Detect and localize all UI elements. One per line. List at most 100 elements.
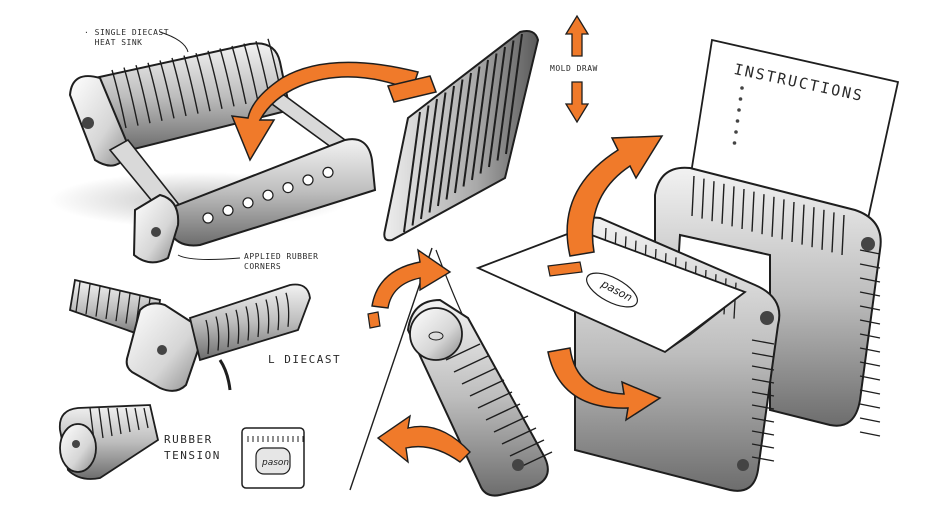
stand-fin: [859, 319, 881, 325]
heat-sink-fin: [183, 55, 199, 114]
folded-card: pason: [475, 229, 747, 354]
stand-fin: [751, 378, 775, 384]
fold-arrow-icon: [376, 414, 471, 464]
mount-hole: [222, 204, 234, 216]
stand-fin: [831, 212, 835, 253]
mount-hole: [202, 212, 214, 224]
mount-hole: [322, 166, 334, 178]
bullet-dot: [740, 86, 744, 90]
bracket-fin: [493, 415, 529, 433]
stand-fin: [859, 249, 881, 255]
arrow-tail-icon: [386, 75, 438, 103]
stand-fin: [859, 333, 881, 339]
bracket-fin: [485, 403, 521, 421]
plate-fin: [403, 111, 421, 233]
plate-fin: [411, 105, 430, 226]
stand-fin: [751, 339, 775, 345]
heat-sink-fin: [231, 45, 247, 105]
stand-fin: [761, 194, 765, 235]
l-diecast-fin: [275, 296, 280, 331]
plate-fin: [479, 53, 498, 174]
rubber-tension-sketch: [58, 404, 160, 480]
stand-fin: [751, 417, 775, 423]
plate-fin: [454, 72, 472, 194]
bullet-dot: [734, 130, 738, 134]
plate-fin: [471, 59, 489, 181]
rubber-tension-fin: [125, 407, 131, 433]
bracket-fin: [445, 343, 481, 361]
mount-hole: [302, 174, 314, 186]
l-diecast-fin: [115, 291, 121, 322]
stand-fin: [711, 181, 715, 222]
card-slot-icon: [547, 261, 583, 277]
rubber-tension-fin: [143, 407, 149, 429]
l-diecast-fin: [105, 288, 111, 319]
stand-fin: [859, 375, 881, 381]
plate-fin: [420, 98, 438, 220]
stand-fin: [859, 277, 881, 283]
heat-sink-fin: [123, 67, 139, 126]
bullet-dot: [735, 119, 740, 123]
bracket-fin: [509, 439, 545, 457]
heat-sink-fin: [171, 57, 187, 117]
stand-fin: [801, 204, 805, 245]
plate-fin: [496, 40, 515, 161]
heat-sink-fin: [219, 48, 235, 107]
stand-fin: [751, 191, 755, 232]
mount-hole: [242, 197, 254, 209]
stand-fin: [751, 443, 775, 449]
l-diecast-sketch: [68, 278, 311, 392]
heat-sink-fin: [243, 43, 259, 102]
heat-sink-fin: [135, 64, 151, 124]
stand-fin: [859, 347, 881, 353]
annotation-mold-draw: MOLD DRAW: [550, 64, 598, 73]
rotation-arrow-icon: [230, 61, 419, 162]
plate-fin: [462, 66, 481, 187]
l-diecast-fin: [75, 281, 81, 313]
swing-arrow-icon: [371, 248, 452, 309]
hinge-bracket-sketch: [349, 247, 553, 497]
l-diecast-fin: [285, 292, 290, 327]
heat-sink-fin: [111, 69, 127, 129]
stand-fin: [701, 178, 705, 219]
stand-fin: [821, 209, 825, 250]
stand-fin: [751, 404, 775, 410]
l-diecast-fin: [215, 316, 220, 351]
annotation-rubber-tension: RUBBER TENSION: [164, 433, 221, 462]
annotation-rubber-corners: APPLIED RUBBER CORNERS: [244, 252, 319, 271]
plate-fin: [488, 46, 506, 168]
rubber-tension-fin: [107, 407, 113, 437]
heat-sink-fin: [207, 50, 223, 109]
stand-fin: [751, 352, 775, 358]
heat-sink-sketch: [50, 31, 377, 264]
rubber-tension-fin: [116, 407, 122, 435]
return-arrow-icon: [547, 347, 662, 422]
l-diecast-fin: [245, 306, 250, 341]
stand-fin: [859, 403, 881, 409]
mount-hole: [282, 182, 294, 194]
bracket-fin: [469, 379, 505, 397]
l-diecast-fin: [265, 299, 270, 334]
stand-fin: [751, 430, 775, 436]
stand-fin: [751, 456, 775, 462]
bullet-dot: [732, 141, 737, 145]
stand-fin: [841, 214, 845, 256]
rubber-tension-fin: [134, 407, 140, 431]
bracket-fin: [453, 355, 489, 373]
stand-fin: [751, 365, 775, 371]
plate-fin: [505, 33, 523, 155]
annotation-l-diecast: L DIECAST: [268, 353, 342, 366]
plate-fin: [428, 92, 447, 213]
stand-fin: [781, 199, 785, 240]
logo-badge-sketch: pason: [241, 427, 305, 489]
stand-fin: [751, 391, 775, 397]
stand-fin: [791, 201, 795, 243]
heat-sink-fin: [147, 62, 163, 121]
heat-sink-fin: [159, 60, 175, 119]
badge-logo-text: pason: [261, 458, 289, 468]
l-diecast-fin: [125, 293, 131, 324]
bullet-dot: [737, 108, 741, 112]
rubber-tension-fin: [98, 407, 104, 439]
stand-fin: [859, 417, 881, 423]
